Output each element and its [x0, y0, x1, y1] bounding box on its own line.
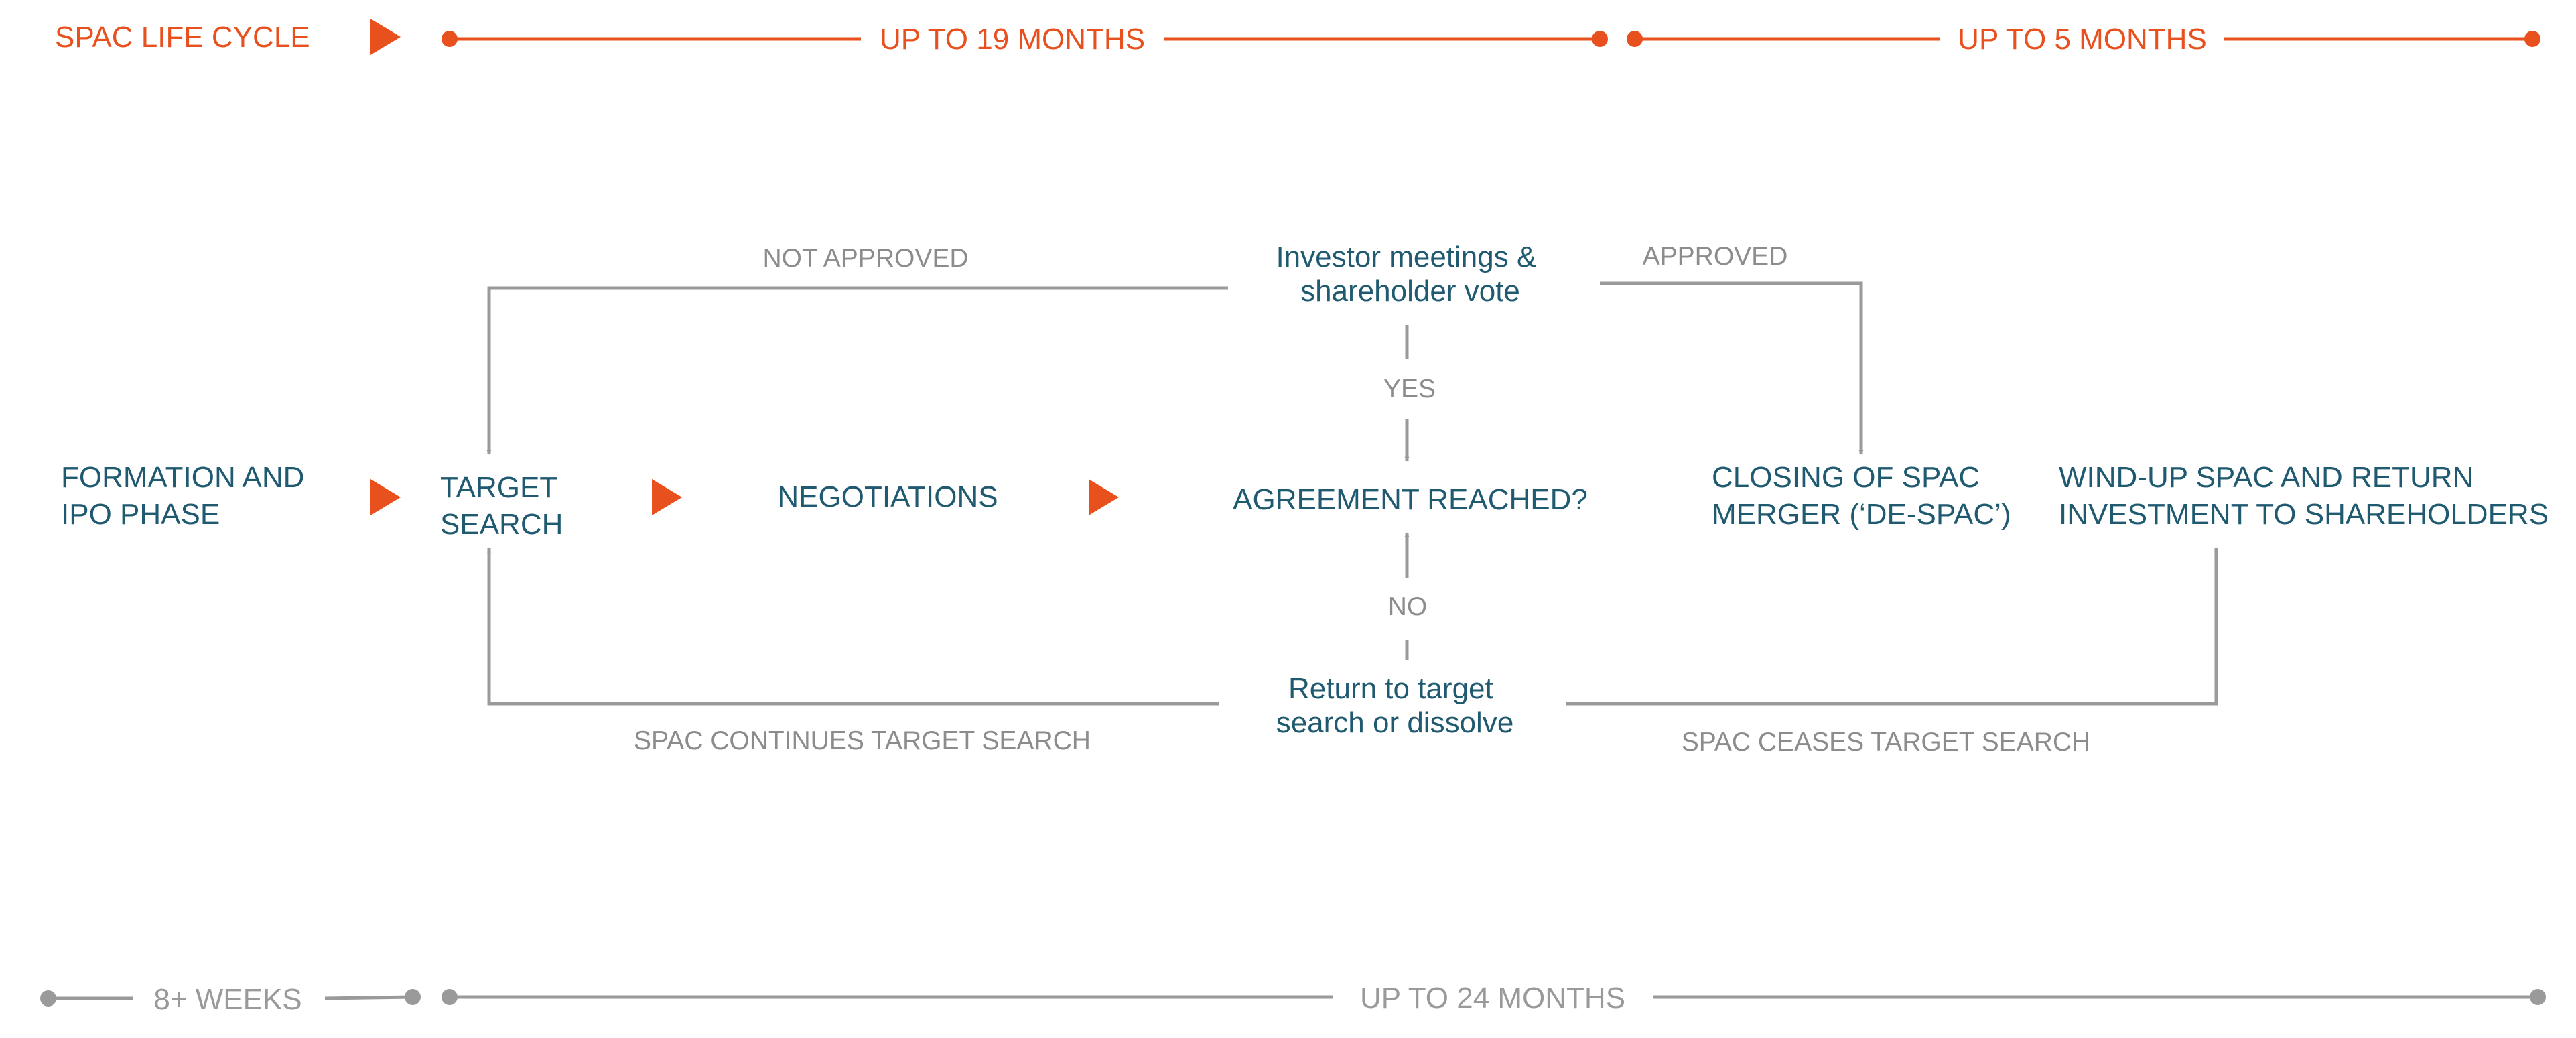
label-yes: YES [1383, 375, 1436, 403]
stage-windup-line1: WIND-UP SPAC AND RETURN [2059, 461, 2473, 494]
edge-labels: NOT APPROVED APPROVED YES NO SPAC CONTIN… [634, 242, 2090, 757]
connector-not-approved [486, 286, 1228, 455]
flow-arrow-icon [370, 479, 401, 515]
stage-windup-line2: INVESTMENT TO SHAREHOLDERS [2059, 498, 2549, 531]
decision-return-or-dissolve: Return to target search or dissolve [1276, 672, 1514, 739]
timeline-segment-24-months: UP TO 24 MONTHS [1360, 982, 1625, 1015]
timeline-node [2524, 31, 2540, 47]
label-no: NO [1388, 592, 1428, 621]
stage-negotiations: NEGOTIATIONS [777, 480, 998, 513]
flow-arrow-icon [1089, 479, 1119, 515]
timeline-segment-19-months: UP TO 19 MONTHS [880, 23, 1145, 56]
timeline-node [1592, 31, 1608, 47]
connector-approved [1600, 281, 1864, 455]
connector-ceases [1566, 547, 2219, 706]
timeline-node [405, 989, 421, 1005]
decision-investor-line1: Investor meetings & [1276, 241, 1536, 273]
timeline-segment-8-weeks: 8+ WEEKS [153, 983, 301, 1016]
stage-agreement-reached: AGREEMENT REACHED? [1233, 483, 1588, 516]
label-spac-continues-target-search: SPAC CONTINUES TARGET SEARCH [634, 726, 1091, 755]
stage-target-line2: SEARCH [440, 508, 563, 541]
bottom-timeline: 8+ WEEKS UP TO 24 MONTHS [40, 982, 2546, 1016]
stage-target-search: TARGET SEARCH [440, 471, 565, 541]
decision-investor-vote: Investor meetings & shareholder vote [1276, 241, 1544, 308]
stage-closing-de-spac: CLOSING OF SPAC MERGER (‘DE-SPAC’) [1712, 461, 2011, 531]
decision-return-line1: Return to target [1288, 672, 1493, 705]
timeline-line [324, 995, 413, 1000]
label-approved: APPROVED [1643, 242, 1788, 271]
timeline-node [2530, 989, 2546, 1005]
connector-continues [486, 547, 1219, 706]
decision-return-line2: search or dissolve [1276, 706, 1514, 739]
stage-target-line1: TARGET [440, 471, 557, 504]
stage-formation-ipo: FORMATION AND IPO PHASE [61, 461, 313, 531]
stage-closing-line2: MERGER (‘DE-SPAC’) [1712, 498, 2011, 531]
flow-connectors [486, 281, 2219, 706]
timeline-title-arrow-icon [370, 19, 401, 55]
stage-closing-line1: CLOSING OF SPAC [1712, 461, 1980, 494]
timeline-title: SPAC LIFE CYCLE [55, 21, 310, 54]
label-not-approved: NOT APPROVED [762, 244, 968, 273]
timeline-segment-5-months: UP TO 5 MONTHS [1958, 23, 2207, 56]
flow-arrow-icon [652, 479, 682, 515]
stage-formation-line2: IPO PHASE [61, 498, 220, 531]
stage-formation-line1: FORMATION AND [61, 461, 304, 494]
decision-investor-line2: shareholder vote [1300, 275, 1520, 308]
decision-nodes: Investor meetings & shareholder vote Ret… [1276, 241, 1544, 739]
label-spac-ceases-target-search: SPAC CEASES TARGET SEARCH [1682, 728, 2090, 757]
stage-nodes: FORMATION AND IPO PHASE TARGET SEARCH NE… [61, 461, 2549, 541]
top-timeline: SPAC LIFE CYCLE UP TO 19 MONTHS UP TO 5 … [55, 19, 2540, 56]
stage-wind-up: WIND-UP SPAC AND RETURN INVESTMENT TO SH… [2059, 461, 2549, 531]
